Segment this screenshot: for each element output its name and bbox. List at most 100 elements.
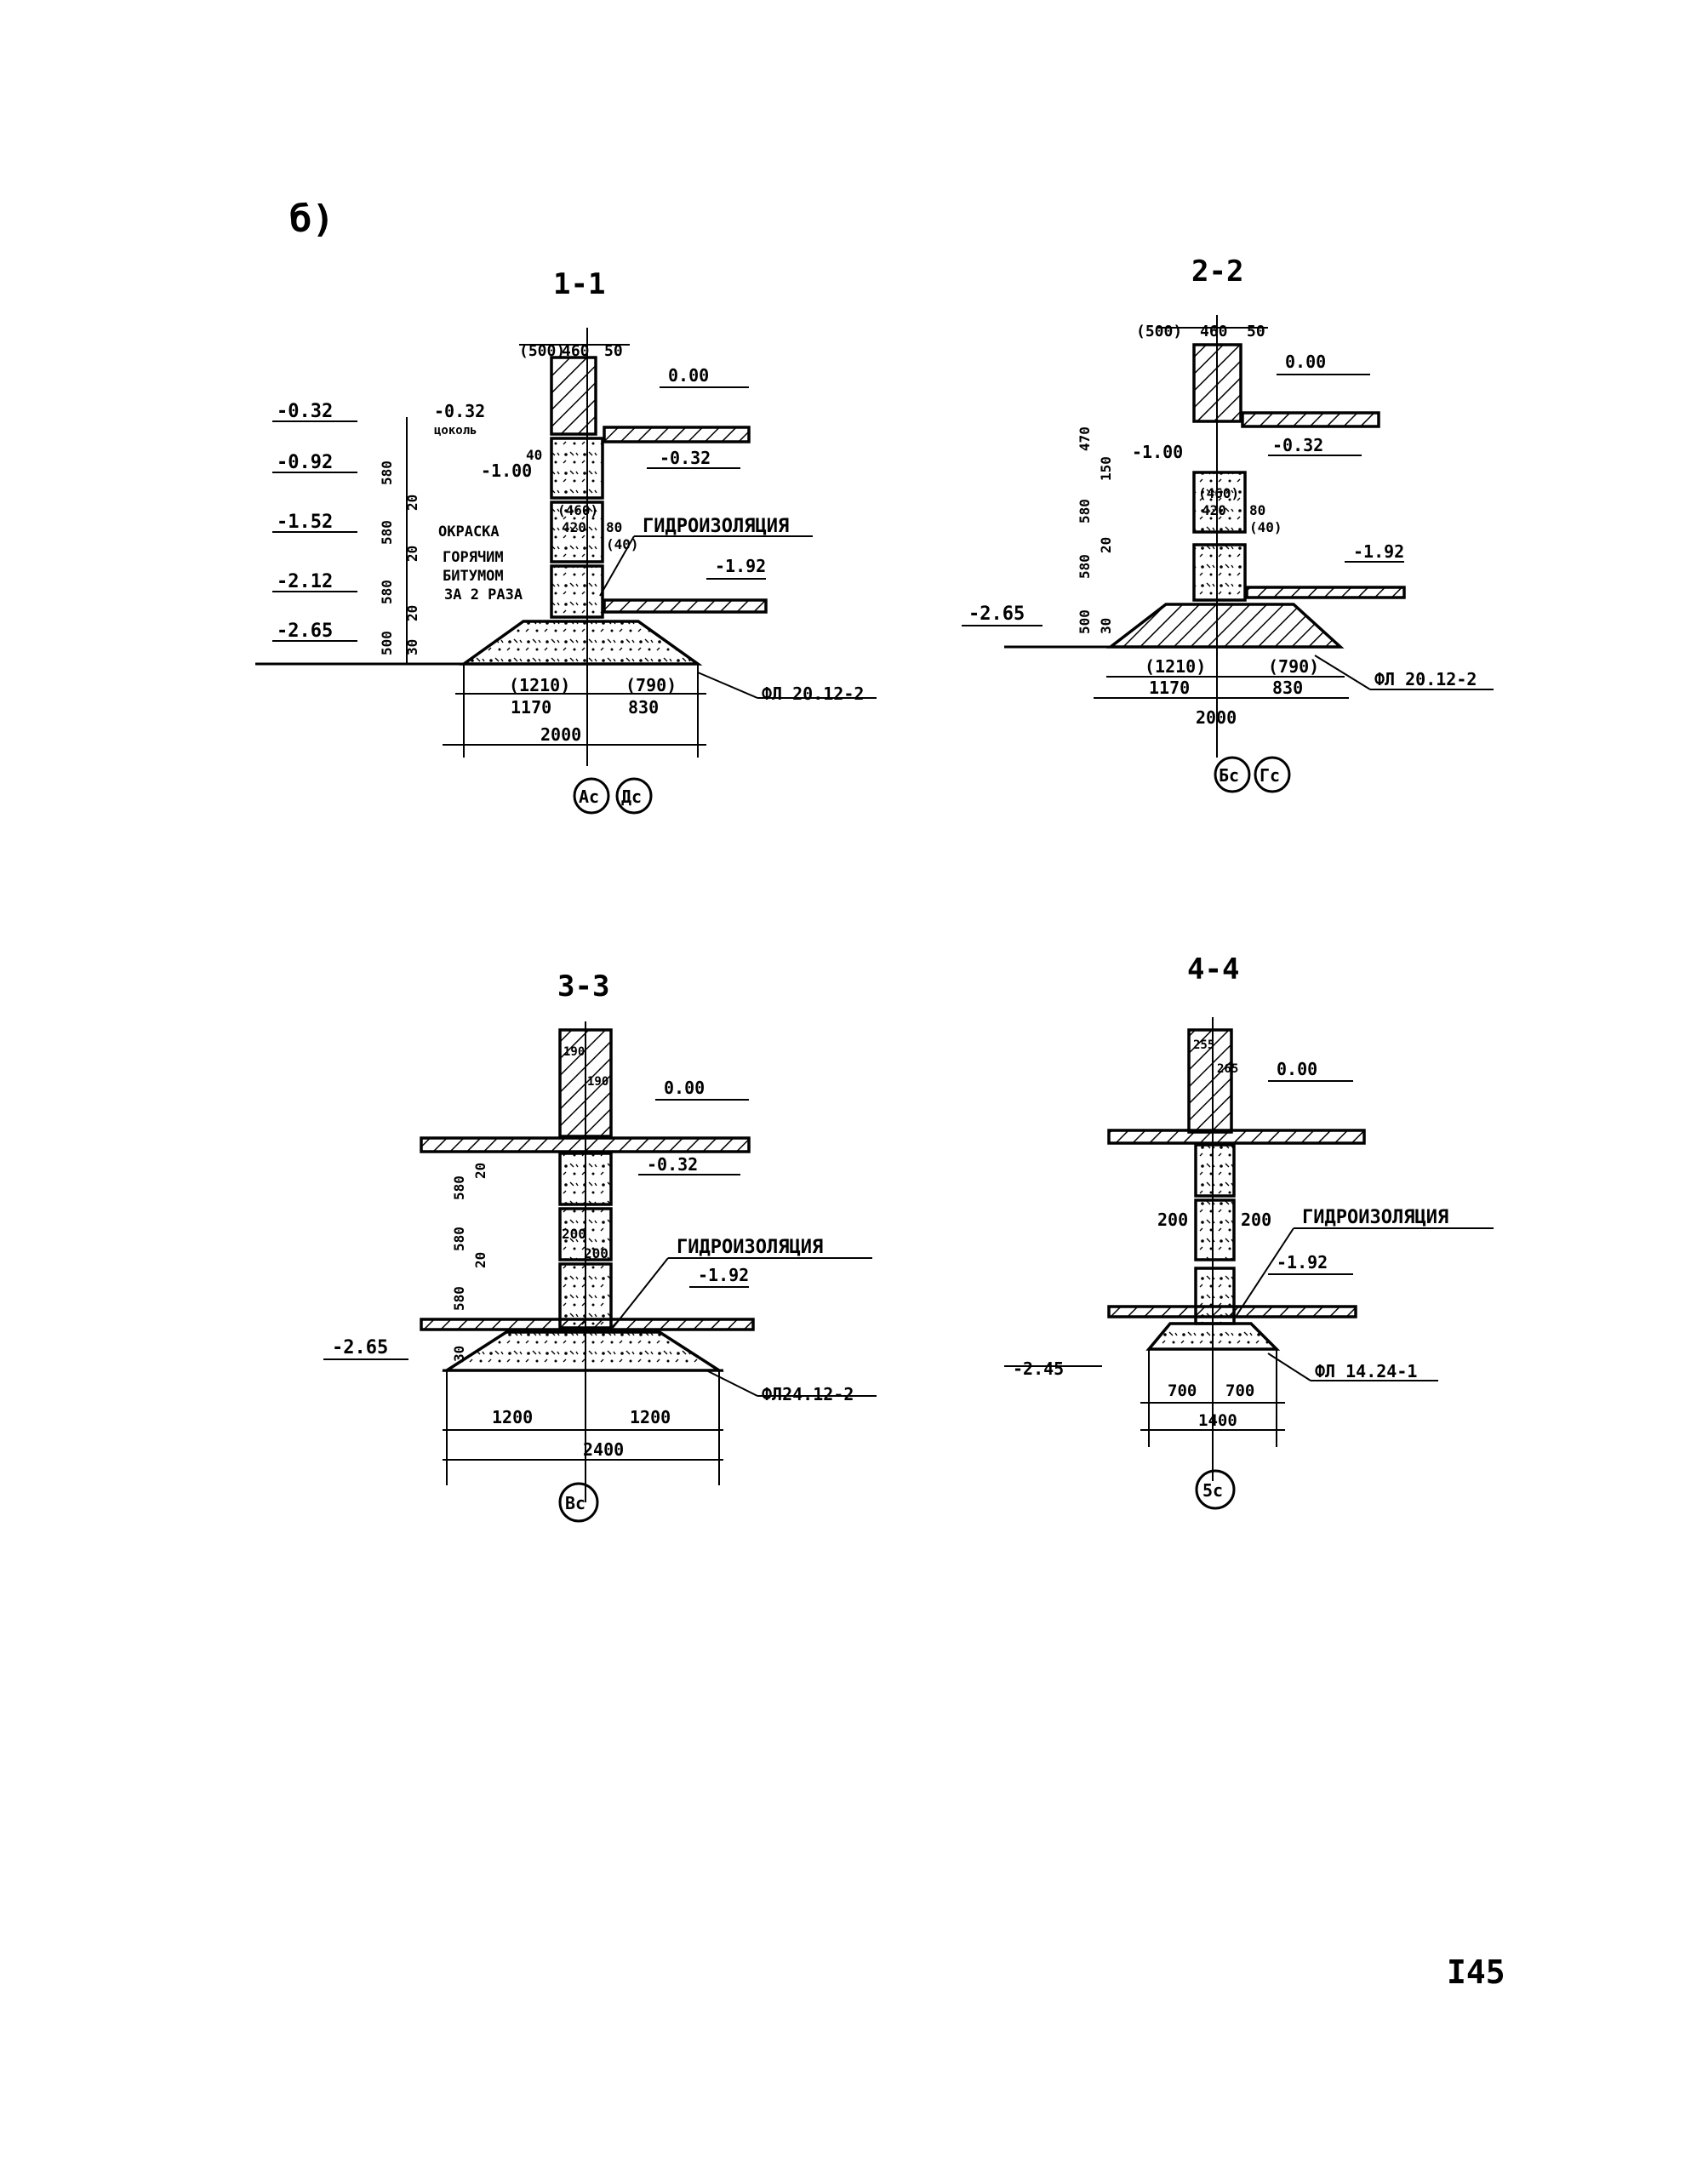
wall [1187,1028,1233,1134]
dim-label: 265 [1217,1062,1238,1076]
dim-label: (460) [1198,485,1239,501]
dim-label: 30 [451,1346,467,1362]
masonry-block [550,500,604,563]
note-line: ОКРАСКА [438,523,500,540]
axis-bubble [1254,756,1291,793]
dim-label: 700 [1225,1381,1254,1400]
axis-bubble [573,777,610,815]
footing-label: ФЛ 20.12-2 [762,683,864,704]
footing-slab [1105,603,1345,649]
elevation-mark: -0.92 [277,452,333,473]
dim-label: 20 [472,1252,488,1268]
footing-label: ФЛ24.12-2 [762,1384,854,1404]
dim-label: 20 [404,495,420,511]
page-number: I45 [1447,1953,1505,1991]
axis-label: Вс [565,1493,586,1513]
section-4-4: 4-4 255 265 -2.45 0.00 -1.92 200 200 ГИД… [1004,952,1494,1510]
dim-label: 470 [1077,426,1093,451]
masonry-block [550,437,604,500]
dim-label: 200 [1157,1210,1188,1230]
waterproofing-label: ГИДРОИЗОЛЯЦИЯ [677,1237,823,1258]
dim-label: 580 [379,460,395,485]
ground-slab [420,1318,755,1331]
axis-bubble [1195,1469,1236,1510]
axis-bubble [615,777,653,815]
dim-label: (500) [519,342,565,360]
dim-label: 580 [451,1286,467,1311]
dim-label: 580 [451,1175,467,1200]
axis-label: Бс [1219,765,1239,786]
dim-label: 30 [1098,618,1114,634]
dim-label: 830 [1272,678,1303,698]
dim-label: 700 [1168,1381,1197,1400]
elevation-mark: -0.32 [277,401,333,422]
dim-label: 1400 [1198,1411,1237,1430]
elevation-mark: 0.00 [664,1078,705,1098]
elevation-mark: -2.65 [968,603,1025,625]
wall [550,356,597,436]
masonry-block [1192,543,1247,602]
dim-label: 580 [379,580,395,604]
dim-label: 50 [1247,323,1265,340]
masonry-block [1192,471,1247,534]
dim-label: 1170 [1149,678,1190,698]
elevation-mark: -0.32 [1272,435,1323,455]
section-title: 2-2 [1191,255,1243,289]
section-3-3: 3-3 190 190 -2.65 580 20 580 20 580 30 0… [323,969,877,1523]
dim-label: (1210) [1145,656,1206,677]
dim-label: 80 [1249,502,1265,518]
dim-label: 460 [1200,323,1228,340]
footing-slab [442,1330,724,1372]
dim-label: 420 [562,519,586,535]
floor-slab [1107,1129,1366,1145]
elevation-mark: -2.45 [1013,1358,1064,1379]
dim-label: 580 [379,520,395,545]
dim-label: 255 [1193,1038,1214,1052]
dim-label: 580 [451,1227,467,1251]
elevation-mark: -1.00 [1132,442,1183,462]
elevation-mark: -1.92 [1277,1252,1328,1273]
dim-label: 80 [606,519,622,535]
floor-slab [1241,411,1380,428]
section-1-1: 1-1 (500) 460 50 -0.32 -0.92 -1.52 -2.12… [255,267,877,815]
note-line: ГОРЯЧИМ [443,549,504,566]
dim-label: 2000 [540,724,581,745]
dim-label: 30 [404,639,420,655]
dim-label: 20 [404,546,420,562]
dim-label: 420 [1202,502,1226,518]
dim-label: (790) [1268,656,1319,677]
dim-label: (790) [626,675,677,695]
dim-label: 40 [526,447,542,463]
dim-label: 190 [563,1045,585,1059]
note-line: ЗА 2 РАЗА [444,586,523,603]
dim-label: 200 [584,1245,608,1261]
axis-bubble [558,1482,599,1523]
annotation: цоколь [434,424,477,438]
section-title: 3-3 [557,969,609,1004]
dim-label: (460) [557,502,598,518]
section-title: 1-1 [553,267,605,301]
dim-label: 1200 [492,1407,533,1427]
waterproofing-label: ГИДРОИЗОЛЯЦИЯ [1302,1207,1448,1228]
dim-label: 150 [1098,456,1114,481]
section-title: 4-4 [1187,952,1239,987]
dim-label: 200 [562,1226,586,1242]
dim-label: (40) [1249,519,1282,535]
masonry-block [1194,1143,1236,1198]
dim-label: 20 [1098,537,1114,553]
ground-slab [603,598,768,614]
dim-label: 1200 [630,1407,671,1427]
dim-label: 50 [604,342,623,360]
floor-slab [603,426,751,443]
dim-label: (40) [606,536,639,552]
elevation-mark: 0.00 [1285,352,1326,372]
elevation-mark: 0.00 [668,365,709,386]
elevation-mark: -1.92 [1353,541,1404,562]
dim-label: 500 [379,631,395,655]
ground-slab [1245,586,1406,599]
axis-label: Ас [579,786,599,807]
elevation-stack: -0.32 -0.92 -1.52 -2.12 -2.65 [277,401,333,642]
dim-label: 500 [1077,609,1093,634]
dim-label: 830 [628,697,659,718]
